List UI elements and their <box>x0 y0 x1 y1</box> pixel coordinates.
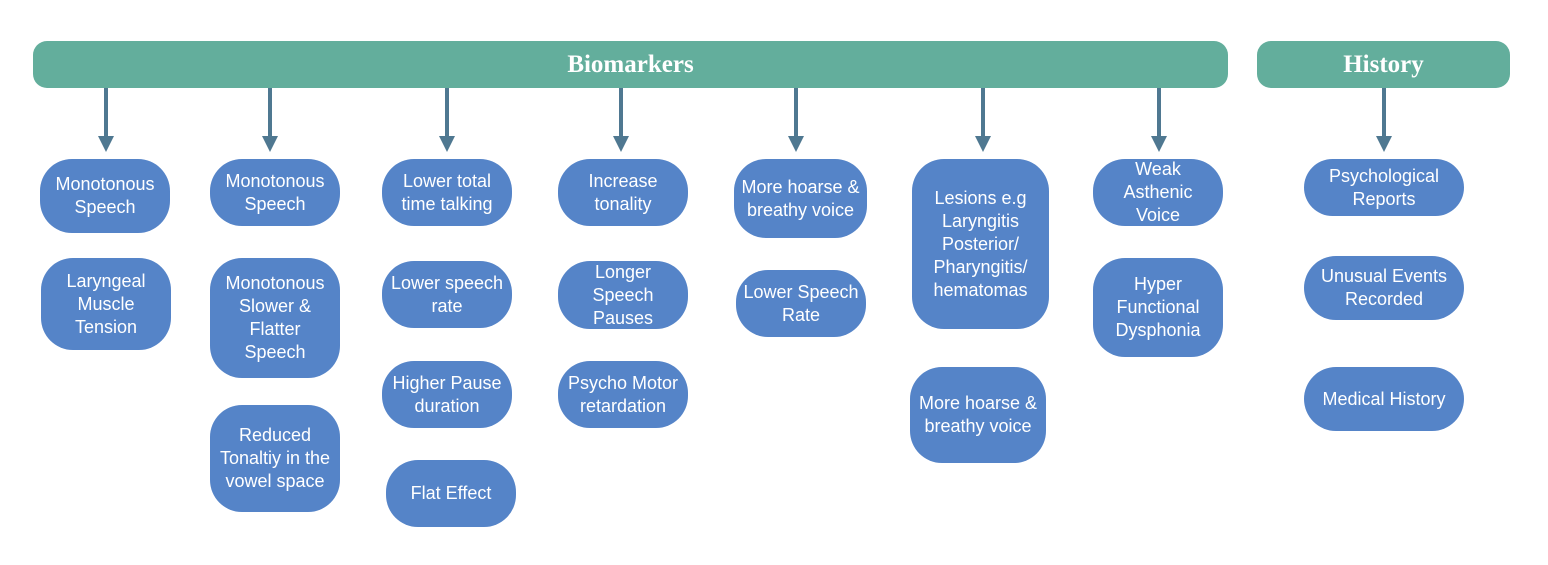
biomarker-node: Longer Speech Pauses <box>558 261 688 329</box>
biomarker-node: Hyper Functional Dysphonia <box>1093 258 1223 357</box>
biomarker-node: Increase tonality <box>558 159 688 226</box>
arrow-down-icon <box>1376 88 1392 152</box>
biomarker-node: Lower Speech Rate <box>736 270 866 337</box>
biomarker-node: Monotonous Speech <box>210 159 340 226</box>
biomarker-node: Weak Asthenic Voice <box>1093 159 1223 226</box>
biomarker-node: Reduced Tonaltiy in the vowel space <box>210 405 340 512</box>
history-node: Psychological Reports <box>1304 159 1464 216</box>
arrow-down-icon <box>975 88 991 152</box>
arrow-down-icon <box>1151 88 1167 152</box>
arrow-down-icon <box>98 88 114 152</box>
biomarker-node: Psycho Motor retardation <box>558 361 688 428</box>
biomarker-node: Lower speech rate <box>382 261 512 328</box>
biomarker-node: Monotonous Slower & Flatter Speech <box>210 258 340 378</box>
arrow-down-icon <box>613 88 629 152</box>
history-node: Unusual Events Recorded <box>1304 256 1464 320</box>
biomarker-node: Lesions e.g Laryngitis Posterior/ Pharyn… <box>912 159 1049 329</box>
biomarker-node: Higher Pause duration <box>382 361 512 428</box>
biomarker-node: Flat Effect <box>386 460 516 527</box>
biomarker-node: Lower total time talking <box>382 159 512 226</box>
arrow-down-icon <box>262 88 278 152</box>
history-header: History <box>1257 41 1510 88</box>
biomarker-node: Monotonous Speech <box>40 159 170 233</box>
biomarkers-header: Biomarkers <box>33 41 1228 88</box>
arrow-down-icon <box>788 88 804 152</box>
biomarker-node: More hoarse & breathy voice <box>734 159 867 238</box>
arrow-down-icon <box>439 88 455 152</box>
biomarker-node: More hoarse & breathy voice <box>910 367 1046 463</box>
history-node: Medical History <box>1304 367 1464 431</box>
biomarker-node: Laryngeal Muscle Tension <box>41 258 171 350</box>
